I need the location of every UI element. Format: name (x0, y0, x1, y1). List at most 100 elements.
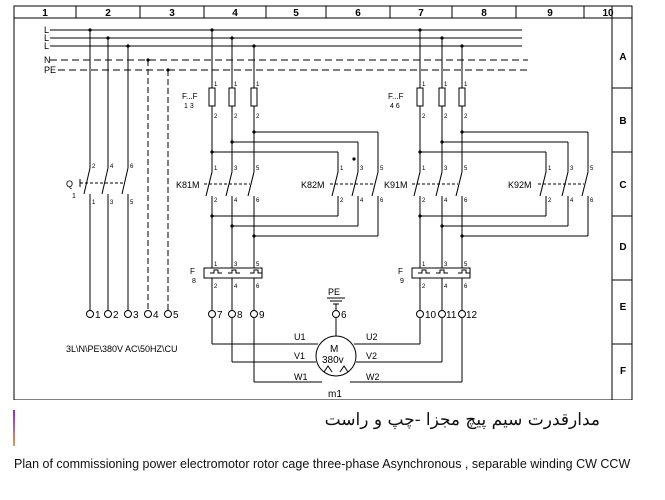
row-label: A (619, 52, 626, 63)
svg-text:3: 3 (444, 262, 448, 268)
fuse-label-sub: 1 3 (184, 103, 194, 110)
contactor-label-k91m: K91M (384, 180, 408, 190)
svg-text:1: 1 (444, 82, 448, 88)
overload-label-sub: 8 (192, 278, 196, 285)
svg-text:2: 2 (214, 284, 218, 290)
svg-text:W1: W1 (294, 372, 308, 382)
svg-text:1: 1 (340, 166, 344, 172)
svg-text:8: 8 (237, 310, 243, 321)
rail-label-l1: L (44, 25, 49, 35)
svg-text:2: 2 (214, 198, 218, 204)
svg-text:7: 7 (217, 310, 223, 321)
svg-text:6: 6 (256, 198, 260, 204)
column-separators (75, 6, 585, 18)
contact-number: 6 (130, 164, 134, 170)
svg-text:2: 2 (444, 114, 448, 120)
supply-rails (50, 29, 528, 71)
svg-text:U2: U2 (366, 332, 378, 342)
contact-number: 3 (110, 200, 114, 206)
svg-text:V2: V2 (366, 351, 377, 361)
drawing-frame (13, 5, 633, 400)
svg-text:12: 12 (466, 310, 478, 321)
column-label: 1 (42, 8, 48, 19)
motor-voltage: 380v (322, 355, 344, 366)
svg-text:1: 1 (234, 82, 238, 88)
contactor-label-k81m: K81M (176, 180, 200, 190)
svg-text:4: 4 (360, 198, 364, 204)
row-separators (612, 87, 632, 345)
svg-text:1: 1 (214, 82, 218, 88)
rail-junctions (88, 28, 464, 72)
contact-number: 5 (130, 200, 134, 206)
row-label: F (620, 366, 626, 377)
svg-text:3: 3 (234, 262, 238, 268)
overload-label: F (190, 267, 195, 276)
contact-number: 2 (92, 164, 96, 170)
svg-text:2: 2 (422, 284, 426, 290)
svg-text:3: 3 (570, 166, 574, 172)
terminal-strip (86, 310, 466, 318)
svg-text:1: 1 (422, 166, 426, 172)
svg-text:U1: U1 (294, 332, 306, 342)
wiring-left (204, 106, 379, 268)
column-label: 8 (481, 8, 487, 19)
svg-text:3: 3 (360, 166, 364, 172)
svg-text:4: 4 (234, 198, 238, 204)
svg-text:6: 6 (464, 284, 468, 290)
supply-branch (79, 30, 169, 310)
contactor-label-k92m: K92M (508, 180, 532, 190)
motor-symbol: M (330, 344, 338, 355)
column-label: 2 (105, 8, 111, 19)
switch-sub-label: 1 (72, 193, 76, 200)
junctions-right (418, 130, 464, 238)
row-label: D (619, 242, 626, 253)
svg-text:6: 6 (590, 198, 594, 204)
overload-label-sub: 9 (400, 278, 404, 285)
svg-text:3: 3 (133, 310, 139, 321)
svg-text:5: 5 (464, 262, 468, 268)
svg-text:3: 3 (234, 166, 238, 172)
svg-text:5: 5 (256, 166, 260, 172)
column-label: 6 (355, 8, 361, 19)
rail-label-n: N (44, 55, 51, 65)
contact-number: 4 (110, 164, 114, 170)
svg-text:1: 1 (464, 82, 468, 88)
svg-text:2: 2 (464, 114, 468, 120)
row-label: E (620, 302, 627, 313)
english-caption: Plan of commissioning power electromotor… (14, 457, 631, 471)
svg-text:1: 1 (422, 82, 426, 88)
fuse-label: F...F (388, 92, 404, 101)
svg-text:1: 1 (548, 166, 552, 172)
svg-text:2: 2 (113, 310, 119, 321)
column-label: 4 (232, 8, 238, 19)
fuse-group-f1-f3 (208, 30, 258, 107)
svg-text:2: 2 (256, 114, 260, 120)
svg-text:5: 5 (256, 262, 260, 268)
svg-text:1: 1 (256, 82, 260, 88)
motor-name: m1 (328, 389, 342, 400)
svg-text:6: 6 (256, 284, 260, 290)
overload-relay-f9 (411, 267, 471, 310)
rail-label-l2: L (44, 33, 49, 43)
svg-text:2: 2 (214, 114, 218, 120)
contact-number: 1 (92, 200, 96, 206)
fuse-group-f4-f6 (416, 30, 466, 107)
svg-text:4: 4 (444, 284, 448, 290)
svg-text:1: 1 (214, 262, 218, 268)
svg-text:9: 9 (259, 310, 265, 321)
svg-text:10: 10 (425, 310, 437, 321)
terminal-caption: 3L\N\PE\380V AC\50HZ\CU (66, 344, 178, 354)
contactor-label-k82m: K82M (301, 180, 325, 190)
circuit-diagram: 1 2 3 4 5 6 7 8 9 10 A B C D E F L L L N… (13, 5, 633, 400)
column-label: 10 (602, 8, 614, 19)
row-label: C (619, 180, 626, 191)
svg-text:5: 5 (590, 166, 594, 172)
column-label: 5 (293, 8, 299, 19)
svg-text:5: 5 (464, 166, 468, 172)
fuse-label: F...F (182, 92, 198, 101)
color-mark (13, 410, 15, 446)
column-label: 3 (169, 8, 175, 19)
motor-m1 (211, 318, 463, 383)
